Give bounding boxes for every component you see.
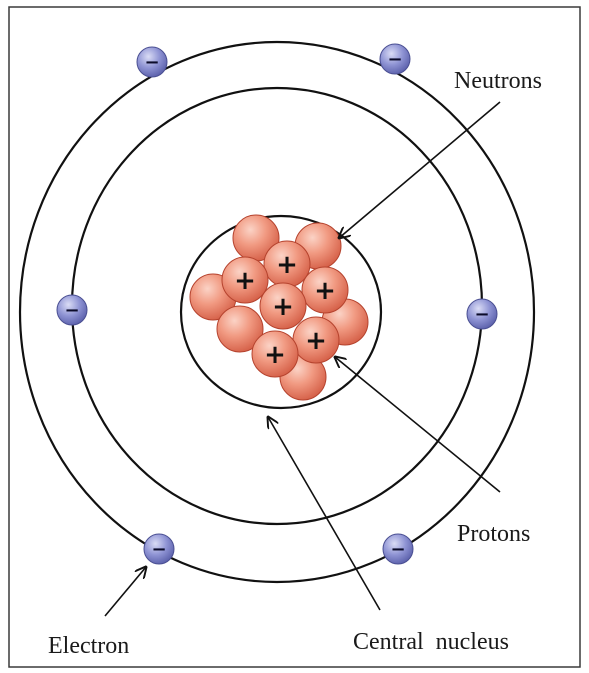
electron-label: Electron: [48, 633, 129, 659]
electron-particle: −: [382, 533, 414, 565]
neutrons-label: Neutrons: [454, 68, 542, 94]
proton: +: [263, 240, 311, 288]
nucleus: + + + + + +: [189, 214, 369, 401]
proton-charge: +: [264, 340, 286, 370]
proton-charge: +: [314, 276, 336, 306]
outer-orbit: [18, 40, 536, 584]
proton-charge: +: [272, 292, 294, 322]
electron-charge: −: [144, 52, 159, 73]
electron-charge: −: [390, 539, 405, 560]
nucleus-pointer-arrow: [268, 417, 381, 611]
electron-particle: −: [56, 294, 88, 326]
protons-pointer-arrow: [335, 357, 501, 493]
proton: +: [221, 256, 269, 304]
neutrons-pointer-arrow: [339, 101, 501, 238]
neutron: [216, 305, 264, 353]
electron-charge: −: [151, 539, 166, 560]
proton: +: [251, 330, 299, 378]
proton: +: [301, 266, 349, 314]
electron-particle: −: [379, 43, 411, 75]
diagram-frame: [8, 6, 581, 668]
electron-charge: −: [474, 304, 489, 325]
electron-particle: −: [466, 298, 498, 330]
proton-charge: +: [276, 250, 298, 280]
electron-charge: −: [64, 300, 79, 321]
electron-particle: −: [136, 46, 168, 78]
electron-charge: −: [387, 49, 402, 70]
electron-pointer-arrow: [104, 567, 146, 617]
nucleus-boundary: [179, 214, 383, 410]
proton-charge: +: [305, 326, 327, 356]
proton-charge: +: [234, 266, 256, 296]
proton: +: [259, 282, 307, 330]
central-nucleus-label: Central nucleus: [353, 629, 509, 655]
proton: +: [292, 316, 340, 364]
electron-particle: −: [143, 533, 175, 565]
protons-label: Protons: [457, 521, 530, 547]
